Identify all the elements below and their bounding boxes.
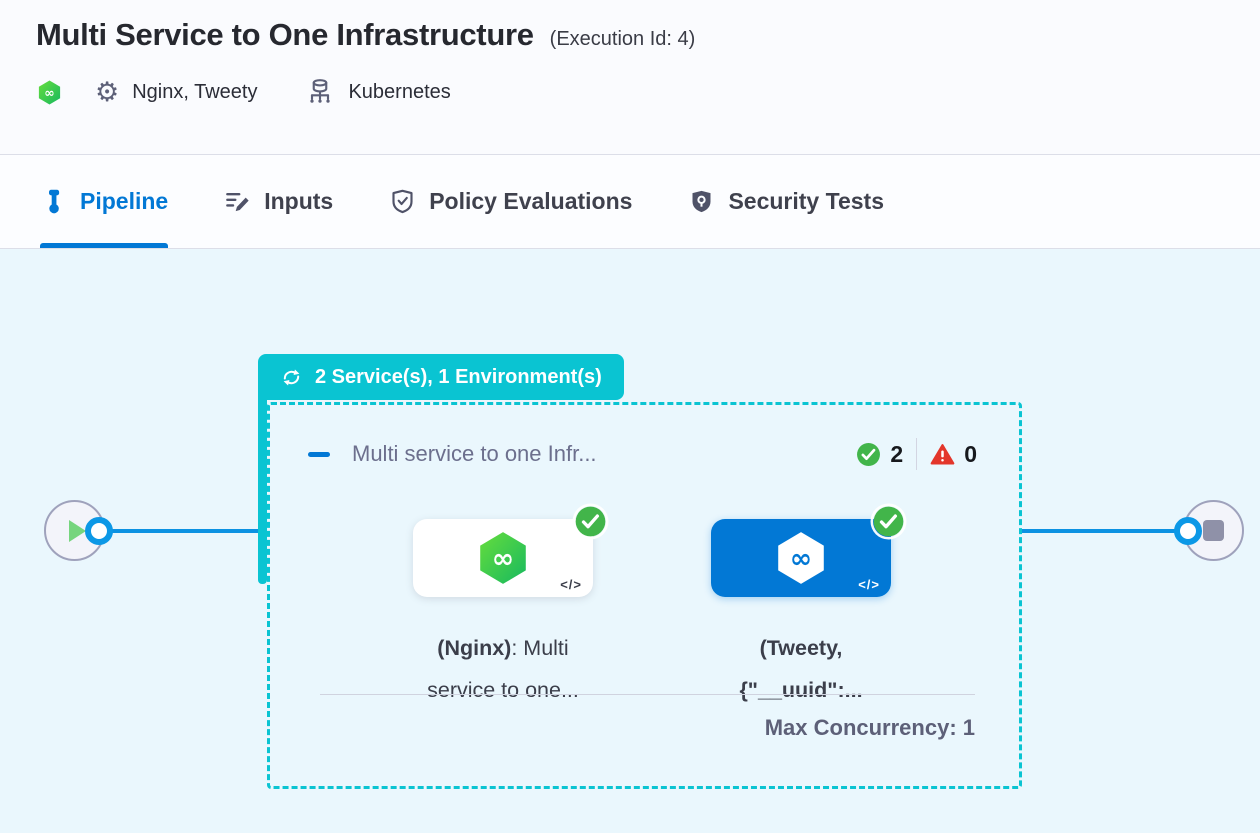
- tab-label: Security Tests: [728, 188, 884, 214]
- services-gear-icon: ⚙: [95, 76, 120, 107]
- stage-group-badge[interactable]: 2 Service(s), 1 Environment(s): [258, 354, 624, 400]
- title-row: Multi Service to One Infrastructure (Exe…: [36, 17, 1224, 53]
- start-node-port: [85, 517, 113, 545]
- pipeline-canvas[interactable]: 2 Service(s), 1 Environment(s) Multi ser…: [0, 249, 1260, 833]
- harness-logo-icon: ∞: [36, 79, 63, 106]
- loop-icon: [283, 368, 300, 386]
- svg-text:∞: ∞: [790, 543, 812, 574]
- success-count: 2: [890, 440, 904, 467]
- error-count: 0: [964, 440, 977, 467]
- tab-label: Inputs: [264, 188, 334, 214]
- tab-inputs[interactable]: Inputs: [224, 155, 333, 248]
- service-node-label-nginx: (Nginx): Multi service to one...: [427, 636, 579, 702]
- page-title: Multi Service to One Infrastructure: [36, 17, 534, 52]
- tab-pipeline[interactable]: Pipeline: [40, 155, 169, 248]
- edge-start-to-stage: [100, 529, 260, 533]
- service-node-tweety[interactable]: ∞ </>: [711, 506, 904, 597]
- tab-security-tests[interactable]: Security Tests: [688, 155, 884, 248]
- success-count-icon: [857, 442, 881, 466]
- svg-text:∞: ∞: [44, 84, 54, 99]
- harness-service-logo-green: ∞: [480, 532, 526, 584]
- play-icon: [68, 519, 86, 542]
- svg-text:∞: ∞: [492, 543, 514, 574]
- success-status-badge: [873, 506, 904, 537]
- code-icon: </>: [858, 577, 880, 592]
- stage-group-badge-label: 2 Service(s), 1 Environment(s): [315, 365, 602, 388]
- end-node-port: [1174, 517, 1202, 545]
- count-divider: [916, 438, 918, 470]
- stage-group-left-bar: [258, 389, 267, 584]
- harness-service-logo-white: ∞: [778, 532, 824, 584]
- inputs-icon: [226, 192, 249, 212]
- security-shield-icon: [692, 190, 711, 213]
- tab-label: Policy Evaluations: [429, 188, 633, 214]
- tab-bar: Pipeline Inputs Policy Evaluations Secur…: [0, 155, 1260, 249]
- edge-stage-to-end: [1022, 529, 1188, 533]
- tab-label: Pipeline: [80, 188, 169, 214]
- collapse-stage-button[interactable]: [308, 451, 330, 457]
- success-status-badge: [575, 506, 606, 537]
- policy-shield-check-icon: [392, 189, 413, 214]
- pipeline-icon: [49, 189, 60, 214]
- service-node-label-tweety: (Tweety, {"__uuid":...: [739, 636, 863, 702]
- code-icon: </>: [560, 577, 582, 592]
- execution-id-label: (Execution Id: 4): [549, 28, 696, 50]
- error-count-icon: [930, 443, 955, 464]
- stage-group-box: Multi service to one Infr... 2 0 ∞: [267, 402, 1022, 789]
- stop-icon: [1203, 520, 1224, 541]
- infrastructure-label: Kubernetes: [348, 80, 451, 103]
- execution-meta-row: ∞ ⚙ Nginx, Tweety Kubernetes: [36, 74, 1224, 110]
- stage-name-label: Multi service to one Infr...: [352, 441, 597, 466]
- stage-box-divider: [320, 694, 975, 695]
- service-node-nginx[interactable]: ∞ </>: [413, 506, 606, 597]
- max-concurrency-label: Max Concurrency: 1: [764, 715, 975, 740]
- services-label: Nginx, Tweety: [132, 80, 258, 103]
- tab-policy-evaluations[interactable]: Policy Evaluations: [389, 155, 632, 248]
- stage-header: Multi service to one Infr... 2 0: [308, 438, 977, 470]
- execution-header: Multi Service to One Infrastructure (Exe…: [0, 0, 1260, 155]
- infrastructure-icon: [310, 79, 331, 103]
